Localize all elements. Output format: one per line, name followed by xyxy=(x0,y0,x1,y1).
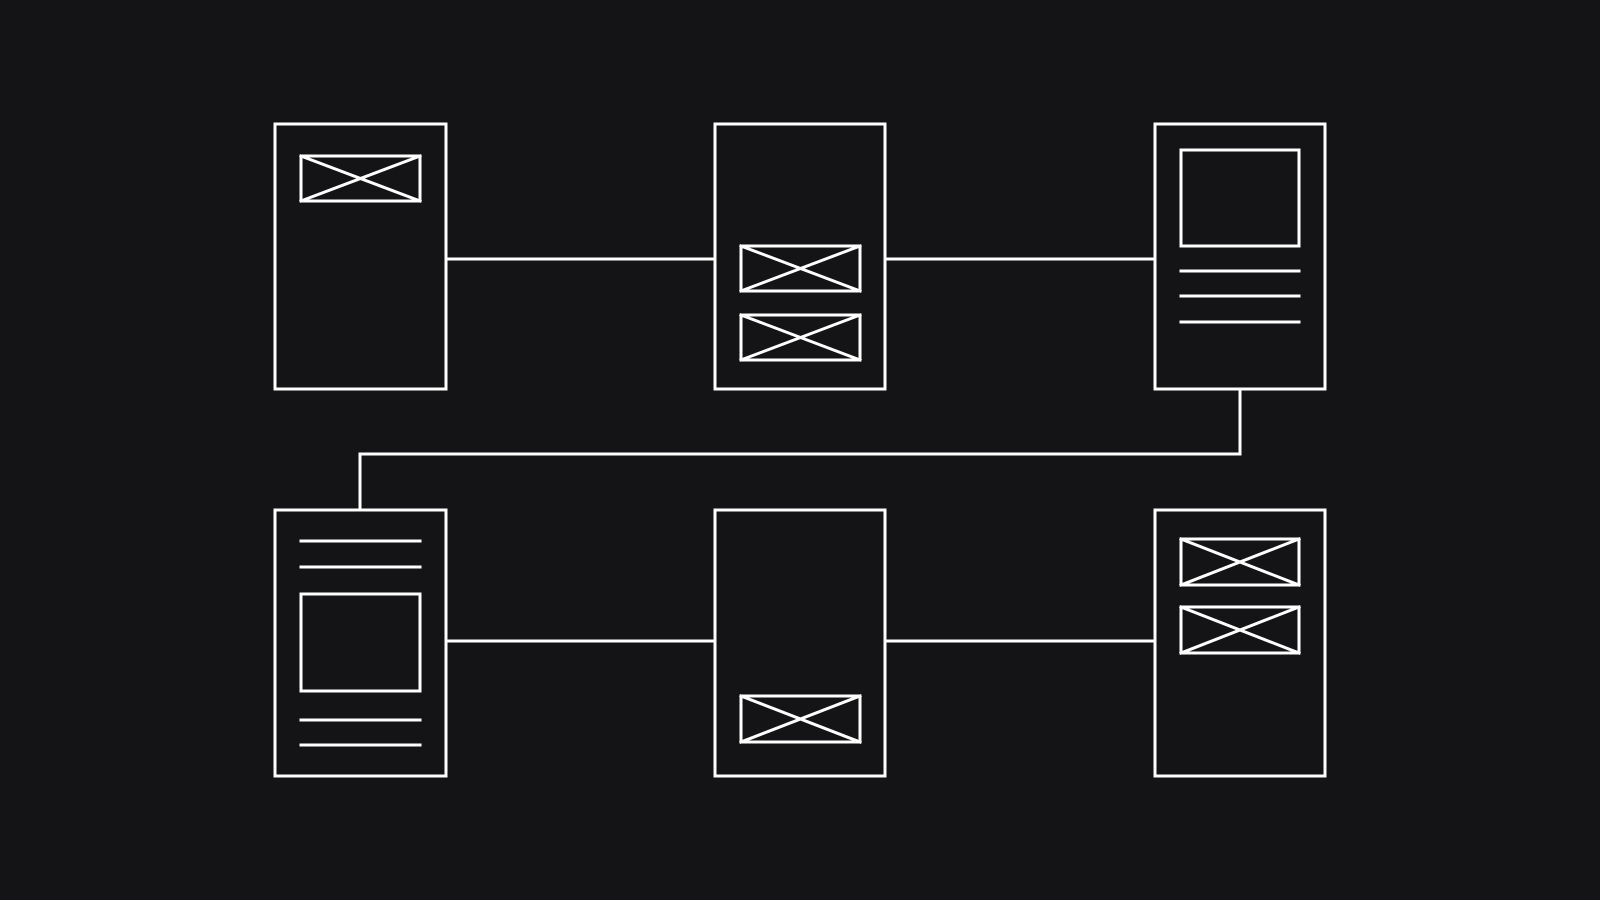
screen-4 xyxy=(273,508,448,778)
content-block xyxy=(1179,148,1301,248)
image-placeholder xyxy=(1179,605,1301,655)
screen-frame xyxy=(273,508,448,778)
image-placeholder xyxy=(1179,537,1301,587)
screen-2 xyxy=(713,122,887,391)
screen-frame xyxy=(713,122,887,391)
image-placeholder xyxy=(739,313,862,362)
image-placeholder xyxy=(739,244,862,293)
connectors xyxy=(358,257,1242,643)
screen-frame xyxy=(273,122,448,391)
screen-3 xyxy=(1153,122,1327,391)
image-placeholder xyxy=(739,694,862,744)
screen-frame xyxy=(1153,508,1327,778)
image-placeholder xyxy=(299,154,422,203)
connector-screen-3-to-screen-4 xyxy=(358,388,1242,512)
screen-6 xyxy=(1153,508,1327,778)
screen-5 xyxy=(713,508,887,778)
content-block xyxy=(299,592,422,693)
screen-1 xyxy=(273,122,448,391)
screen-frame xyxy=(713,508,887,778)
screen-frame xyxy=(1153,122,1327,391)
